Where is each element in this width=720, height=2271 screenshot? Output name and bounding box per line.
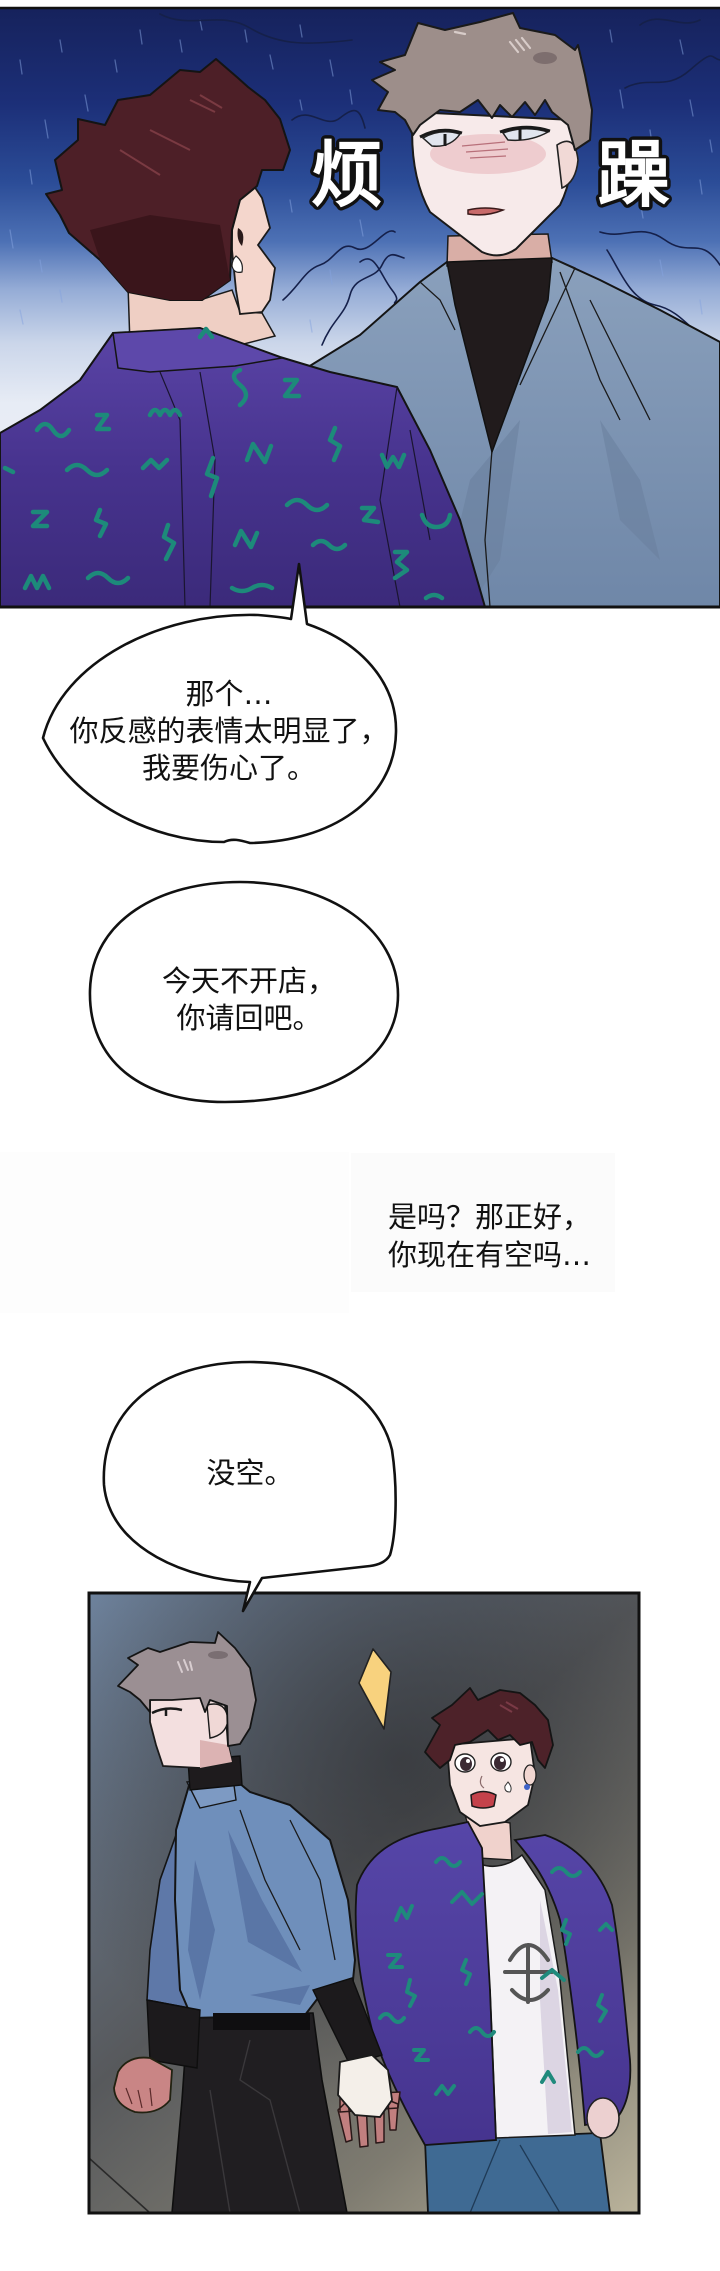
bubble-4-outline: [102, 1360, 397, 1613]
bubble-1-outline: [41, 562, 398, 845]
shirt-collar: [112, 327, 285, 373]
hair-highlights: [119, 94, 223, 176]
fist-lines: [125, 2087, 153, 2109]
brown-haired-man: [0, 58, 487, 607]
blush-hatching: [461, 141, 509, 159]
bubble-1-line-1: 那个…: [185, 677, 273, 711]
shirt-squiggle-pattern: [378, 1856, 614, 2096]
ear-detail: [237, 228, 244, 246]
brown-hair: [424, 1687, 554, 1769]
faint-background-block: [0, 1152, 349, 1313]
face-shade: [200, 1740, 232, 1768]
floor-edge-line: [89, 2157, 151, 2213]
bubble-1-line-3: 我要伤心了。: [141, 751, 316, 785]
hair-highlights: [453, 30, 532, 54]
bubble-2-line-1: 今天不开店，: [161, 964, 336, 998]
shirt-fold-lines: [419, 257, 651, 607]
hair-shadow: [208, 1651, 228, 1659]
purple-shirt-left: [354, 1820, 497, 2146]
purple-shirt: [0, 326, 487, 607]
gray-hair: [371, 12, 593, 151]
pants-fold: [209, 2039, 301, 2213]
caption-background-block: [351, 1153, 615, 1292]
bubble-2-text: 今天不开店， 你请回吧。: [49, 963, 449, 1037]
speech-bubble-4: [102, 1360, 397, 1613]
jeans: [424, 2132, 611, 2213]
gray-haired-man-walking: [113, 1631, 393, 2213]
mouth: [467, 207, 506, 216]
eye-highlight: [500, 1758, 504, 1762]
brown-haired-man-walking: [337, 1687, 632, 2213]
nose: [479, 1775, 485, 1789]
panel-1: 烦 躁: [0, 8, 720, 607]
gray-hair: [117, 1631, 257, 1747]
shirt-seams: [159, 371, 431, 607]
speech-bubble-2: [88, 880, 400, 1104]
left-eye-lid: [419, 128, 463, 146]
left-cuff: [146, 1999, 201, 2069]
bubble-4-text: 没空。: [50, 1455, 450, 1492]
left-eye: [421, 131, 462, 147]
bubble-2-line-2: 你请回吧。: [176, 1001, 322, 1035]
left-eye-pupil: [460, 1757, 472, 1771]
earring: [524, 1784, 530, 1790]
belt: [213, 2013, 310, 2030]
hair-shadow: [90, 215, 230, 300]
caption-3-text: 是吗？那正好， 你现在有空吗…: [388, 1198, 591, 1274]
ear: [556, 140, 579, 190]
sfx-annoyed-right: 躁: [598, 133, 670, 217]
shirt-shading: [330, 400, 660, 607]
tshirt-emblem: [503, 1943, 554, 2004]
ear: [523, 1764, 537, 1786]
speech-bubble-1: [41, 562, 398, 845]
bubble-2-outline: [88, 880, 400, 1104]
right-eye-lid: [499, 125, 551, 140]
right-hand: [337, 2054, 393, 2118]
sfx-annoyed-left: 烦: [311, 133, 383, 217]
shirt-squiggle-pattern: [2, 326, 453, 601]
eye: [151, 1707, 183, 1716]
right-cuff: [312, 1977, 383, 2066]
right-eye: [501, 128, 550, 142]
black-turtleneck: [446, 257, 553, 455]
bubble-4-line-1: 没空。: [206, 1456, 294, 1490]
sweat-drop: [231, 255, 243, 273]
hair-shadow: [533, 52, 557, 64]
sparkle-icon: [358, 1648, 392, 1730]
shirt-shading: [188, 1830, 310, 2005]
jeans-creases: [469, 2139, 561, 2213]
left-fist: [113, 2056, 173, 2114]
sweat-drop: [504, 1781, 512, 1793]
black-pants: [171, 2012, 348, 2213]
annoyance-aura-lines: [159, 13, 720, 353]
open-mouth: [470, 1790, 497, 1809]
bubble-1-line-2: 你反感的表情太明显了，: [69, 714, 389, 748]
right-eye-pupil: [494, 1756, 506, 1770]
right-fist: [586, 2097, 620, 2139]
shirt-fold-lines: [239, 1809, 336, 1961]
ear-cheek: [231, 178, 276, 315]
panel-2-border: [87, 1591, 641, 2215]
bubble-1-text: 那个… 你反感的表情太明显了， 我要伤心了。: [29, 676, 429, 787]
caption-3-line-1: 是吗？那正好，: [388, 1200, 592, 1234]
blush: [430, 134, 546, 174]
hair-highlight: [499, 1701, 519, 1713]
hair-highlights: [177, 1659, 193, 1673]
panel-2: [89, 1593, 639, 2213]
eye-highlight: [466, 1759, 470, 1763]
caption-3-line-2: 你现在有空吗…: [388, 1238, 592, 1272]
